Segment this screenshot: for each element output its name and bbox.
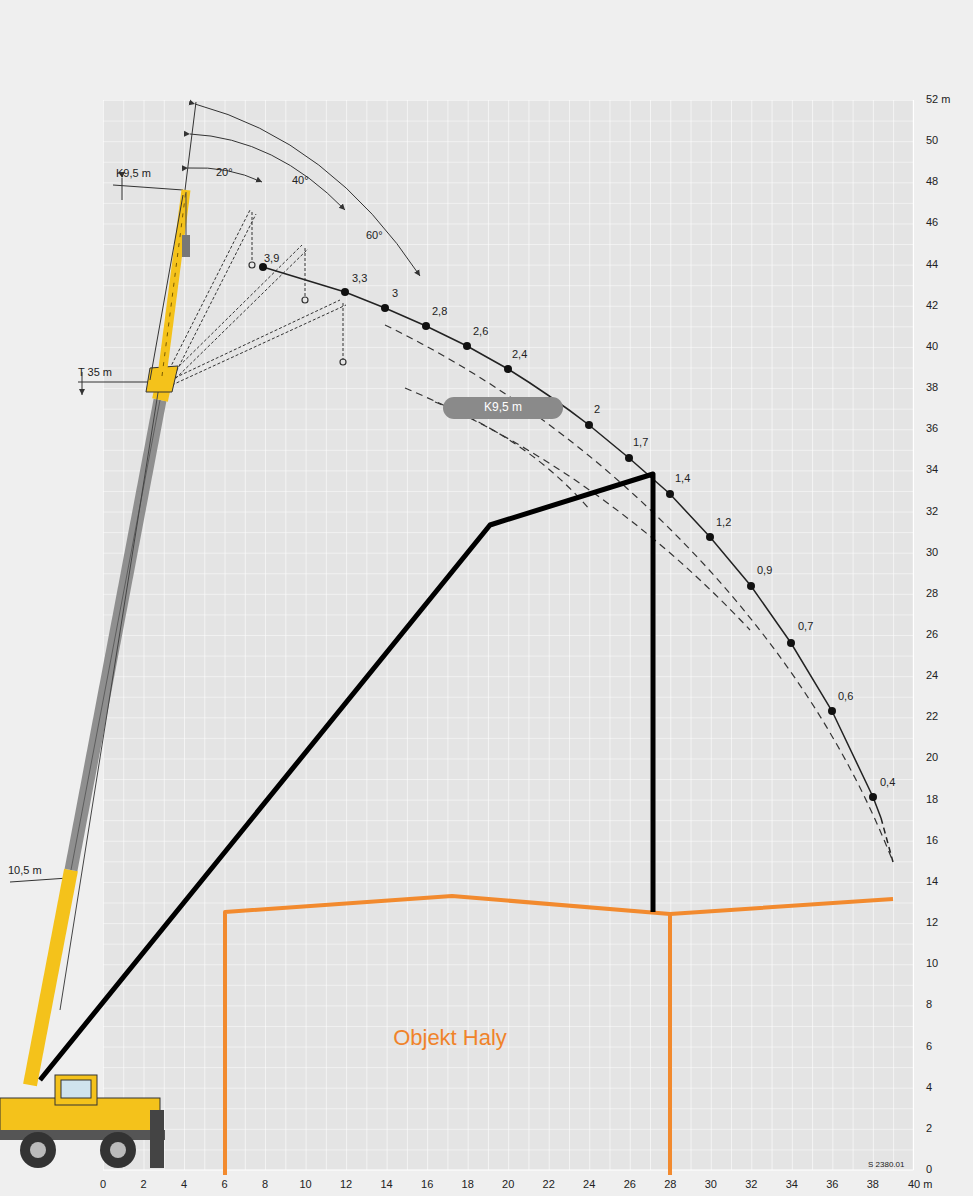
x-axis-label: 20	[502, 1178, 514, 1191]
y-axis-label: 14	[926, 875, 938, 888]
offset-jibs	[165, 210, 346, 385]
x-axis-label: 24	[583, 1178, 595, 1191]
x-axis-label: 4	[181, 1178, 187, 1191]
x-axis-label: 22	[543, 1178, 555, 1191]
reduced-curve	[385, 325, 893, 862]
crane-illustration	[0, 190, 190, 1168]
x-axis-label: 34	[786, 1178, 798, 1191]
y-axis-label: 38	[926, 381, 938, 394]
jib-length: K9,5 m	[116, 167, 151, 180]
y-axis-label: 48	[926, 175, 938, 188]
x-axis-label: 30	[705, 1178, 717, 1191]
y-axis-label: 18	[926, 793, 938, 806]
y-axis-label: 52 m	[926, 93, 950, 106]
y-axis-label: 16	[926, 834, 938, 847]
y-axis-label: 0	[926, 1163, 932, 1176]
y-axis-label: 36	[926, 422, 938, 435]
y-axis-label: 42	[926, 299, 938, 312]
x-axis-label: 40 m	[908, 1178, 932, 1191]
y-axis-label: 40	[926, 340, 938, 353]
y-axis-label: 6	[926, 1040, 932, 1053]
load-value: 3,3	[352, 272, 367, 285]
y-axis-label: 22	[926, 710, 938, 723]
load-value: 0,7	[798, 620, 813, 633]
x-axis-label: 2	[140, 1178, 146, 1191]
y-axis-label: 24	[926, 669, 938, 682]
object-label: Objekt Haly	[393, 1025, 507, 1051]
x-axis-label: 12	[340, 1178, 352, 1191]
x-axis-label: 0	[100, 1178, 106, 1191]
load-value: 0,9	[757, 564, 772, 577]
angle-label: 20°	[216, 166, 233, 179]
y-axis-label: 44	[926, 258, 938, 271]
load-value: 3,9	[264, 252, 279, 265]
angle-label: 40°	[292, 174, 309, 187]
y-axis-label: 28	[926, 587, 938, 600]
y-axis-label: 12	[926, 916, 938, 929]
angle-label: 60°	[366, 229, 383, 242]
x-axis-label: 32	[745, 1178, 757, 1191]
y-axis-label: 30	[926, 546, 938, 559]
jib-pill	[443, 397, 563, 419]
x-axis-label: 8	[262, 1178, 268, 1191]
boom-length: T 35 m	[78, 366, 112, 379]
hall-outline	[225, 896, 893, 1175]
load-value: 2,4	[512, 348, 527, 361]
angle-arcs	[185, 102, 420, 276]
x-axis-label: 38	[867, 1178, 879, 1191]
load-value: 2,8	[432, 305, 447, 318]
x-axis-label: 6	[221, 1178, 227, 1191]
y-axis-label: 46	[926, 216, 938, 229]
reduced-curve	[405, 388, 750, 630]
load-value: 1,7	[633, 436, 648, 449]
y-axis-label: 32	[926, 505, 938, 518]
load-curve	[263, 267, 881, 818]
x-axis-label: 10	[299, 1178, 311, 1191]
load-value: 2,6	[473, 325, 488, 338]
y-axis-label: 20	[926, 751, 938, 764]
load-value: 2	[594, 403, 600, 416]
boom-length: 10,5 m	[8, 864, 42, 877]
y-axis-label: 8	[926, 998, 932, 1011]
x-axis-label: 28	[664, 1178, 676, 1191]
y-axis-label: 26	[926, 628, 938, 641]
load-value: 0,6	[838, 690, 853, 703]
load-value: 0,4	[880, 776, 895, 789]
jib-length: K9,5 m	[484, 401, 522, 414]
load-value: 1,4	[675, 472, 690, 485]
x-axis-label: 36	[826, 1178, 838, 1191]
y-axis-label: 10	[926, 957, 938, 970]
load-value: 1,2	[716, 516, 731, 529]
x-axis-label: 26	[624, 1178, 636, 1191]
x-axis-label: 18	[462, 1178, 474, 1191]
load-points	[259, 263, 877, 801]
load-value: 3	[392, 287, 398, 300]
x-axis-label: 14	[381, 1178, 393, 1191]
y-axis-label: 50	[926, 134, 938, 147]
x-axis-label: 16	[421, 1178, 433, 1191]
drawing-number: S 2380.01	[868, 1160, 904, 1170]
y-axis-label: 4	[926, 1081, 932, 1094]
y-axis-label: 34	[926, 463, 938, 476]
y-axis-label: 2	[926, 1122, 932, 1135]
